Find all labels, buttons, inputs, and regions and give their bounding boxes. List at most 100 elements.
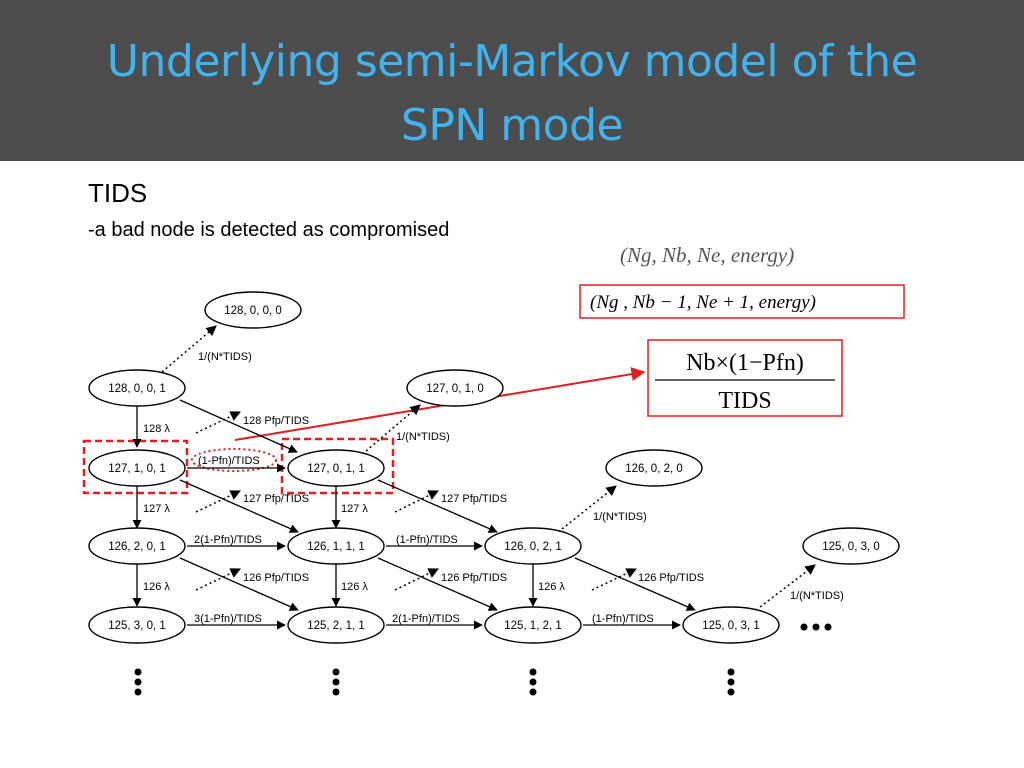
vertical-dots-col2 (332, 668, 340, 676)
state-nodes: 128, 0, 0, 0 128, 0, 0, 1 127, 0, 1, 0 127,… (88, 291, 900, 644)
state-node: 125, 0, 3, 1 (682, 606, 780, 644)
state-node-ellipse (204, 291, 302, 329)
state-node: 127, 1, 0, 1 (88, 449, 186, 487)
state-node: 128, 0, 0, 0 (204, 291, 302, 329)
edge-label: (1-Pfn)/TIDS (198, 455, 260, 467)
state-node-label: 126, 2, 0, 1 (108, 541, 166, 553)
edge-label: 126 Pfp/TIDS (243, 572, 309, 584)
edge-label: 2(1-Pfn)/TIDS (392, 613, 460, 625)
edge-label: (1-Pfn)/TIDS (592, 613, 654, 625)
transition-state-box (579, 284, 905, 319)
edge-127-diag (179, 479, 299, 533)
edge-label: 126 Pfp/TIDS (441, 572, 507, 584)
edge-label: 1/(N*TIDS) (790, 590, 844, 602)
edge-dot-5 (394, 490, 439, 513)
vertical-dots-col4 (727, 668, 735, 676)
state-node-label: 127, 0, 1, 0 (426, 383, 484, 395)
edge-label: 127 λ (341, 503, 368, 515)
state-node: 127, 0, 1, 0 (406, 369, 504, 407)
rate-formula-denominator: TIDS (718, 388, 771, 414)
state-node: 125, 2, 1, 1 (287, 606, 385, 644)
state-tuple: (Ng, Nb, Ne, energy) (620, 243, 794, 267)
edge-126b-diag (377, 557, 498, 611)
edge-label: 127 λ (143, 503, 170, 515)
section-heading: TIDS (88, 178, 148, 208)
state-node-ellipse (484, 527, 582, 565)
state-node-ellipse (88, 369, 186, 407)
edge-dot-6 (561, 485, 617, 530)
edge-labels: 1/(N*TIDS) 128 λ 128 Pfp/TIDS 1/(N*TIDS) (1-… (143, 351, 844, 625)
edge-label: 3(1-Pfn)/TIDS (194, 613, 262, 625)
state-node-label: 125, 1, 2, 1 (504, 620, 562, 632)
edge-label: (1-Pfn)/TIDS (396, 534, 458, 546)
rate-formula-box (647, 339, 843, 417)
state-node-ellipse (287, 527, 385, 565)
state-node-label: 126, 0, 2, 1 (504, 541, 562, 553)
state-node-ellipse (682, 606, 780, 644)
edge-label: 126 λ (341, 581, 368, 593)
state-node-ellipse (802, 527, 900, 565)
continuation-dots (134, 623, 832, 696)
edge-label: 127 Pfp/TIDS (441, 493, 507, 505)
slide-title: Underlying semi-Markov model of the SPN … (0, 30, 1024, 158)
state-node-ellipse (484, 606, 582, 644)
edge-dot-10 (759, 564, 816, 608)
state-node-label: 127, 1, 0, 1 (108, 463, 166, 475)
state-node: 128, 0, 0, 1 (88, 369, 186, 407)
state-node-ellipse (88, 606, 186, 644)
edge-dot-8 (394, 568, 439, 591)
edge-label: 1/(N*TIDS) (593, 511, 647, 523)
edge-dot-2 (195, 411, 241, 434)
state-node-label: 128, 0, 0, 1 (108, 383, 166, 395)
state-node-label: 125, 3, 0, 1 (108, 620, 166, 632)
state-node-ellipse (605, 449, 703, 487)
edge-dot-3 (365, 404, 421, 452)
edge-label: 128 λ (143, 423, 170, 435)
state-node-label: 126, 0, 2, 0 (625, 463, 683, 475)
edge-label: 128 Pfp/TIDS (243, 415, 309, 427)
vertical-dots-col3 (529, 668, 537, 676)
state-node-label: 125, 0, 3, 0 (822, 541, 880, 553)
edge-126a-diag (179, 557, 299, 611)
edge-127b-diag (377, 479, 498, 533)
state-node-ellipse (88, 449, 186, 487)
edge-dot-9 (591, 568, 637, 591)
slide-title-line1: Underlying semi-Markov model of the (106, 36, 918, 87)
state-node: 126, 0, 2, 1 (484, 527, 582, 565)
transition-state: (Ng , Nb − 1, Ne + 1, energy) (590, 292, 816, 313)
edge-label: 126 λ (143, 581, 170, 593)
state-node-label: 125, 0, 3, 1 (702, 620, 760, 632)
edge-label: 2(1-Pfn)/TIDS (194, 534, 262, 546)
highlight-arrow (234, 367, 646, 441)
state-node: 125, 1, 2, 1 (484, 606, 582, 644)
edge-label: 1/(N*TIDS) (198, 351, 252, 363)
horizontal-dots (800, 623, 808, 631)
edge-label: 127 Pfp/TIDS (243, 493, 309, 505)
edge-126c-diag (574, 557, 696, 611)
state-node-label: 125, 2, 1, 1 (307, 620, 365, 632)
edge-dot-1 (161, 325, 217, 373)
state-node: 125, 0, 3, 0 (802, 527, 900, 565)
rate-formula-numerator: Nb×(1−Pfn) (686, 350, 804, 376)
state-node: 126, 0, 2, 0 (605, 449, 703, 487)
state-node: 126, 2, 0, 1 (88, 527, 186, 565)
state-node: 127, 0, 1, 1 (287, 449, 385, 487)
edge-dot-7 (195, 568, 241, 591)
edge-label: 126 Pfp/TIDS (638, 572, 704, 584)
state-node-ellipse (406, 369, 504, 407)
section-description: -a bad node is detected as compromised (88, 219, 450, 241)
dotted-edges (161, 325, 816, 608)
state-node-label: 126, 1, 1, 1 (307, 541, 365, 553)
state-node-ellipse (287, 606, 385, 644)
state-node-label: 128, 0, 0, 0 (224, 305, 282, 317)
state-node-label: 127, 0, 1, 1 (307, 463, 365, 475)
highlight-rate-label (191, 448, 277, 472)
title-bar (0, 0, 1024, 161)
slide-title-line2: SPN mode (400, 100, 624, 151)
edge-label: 126 λ (538, 581, 565, 593)
solid-edges (132, 399, 696, 630)
edge-128-diag (179, 399, 298, 453)
state-node: 125, 3, 0, 1 (88, 606, 186, 644)
state-node-ellipse (88, 527, 186, 565)
